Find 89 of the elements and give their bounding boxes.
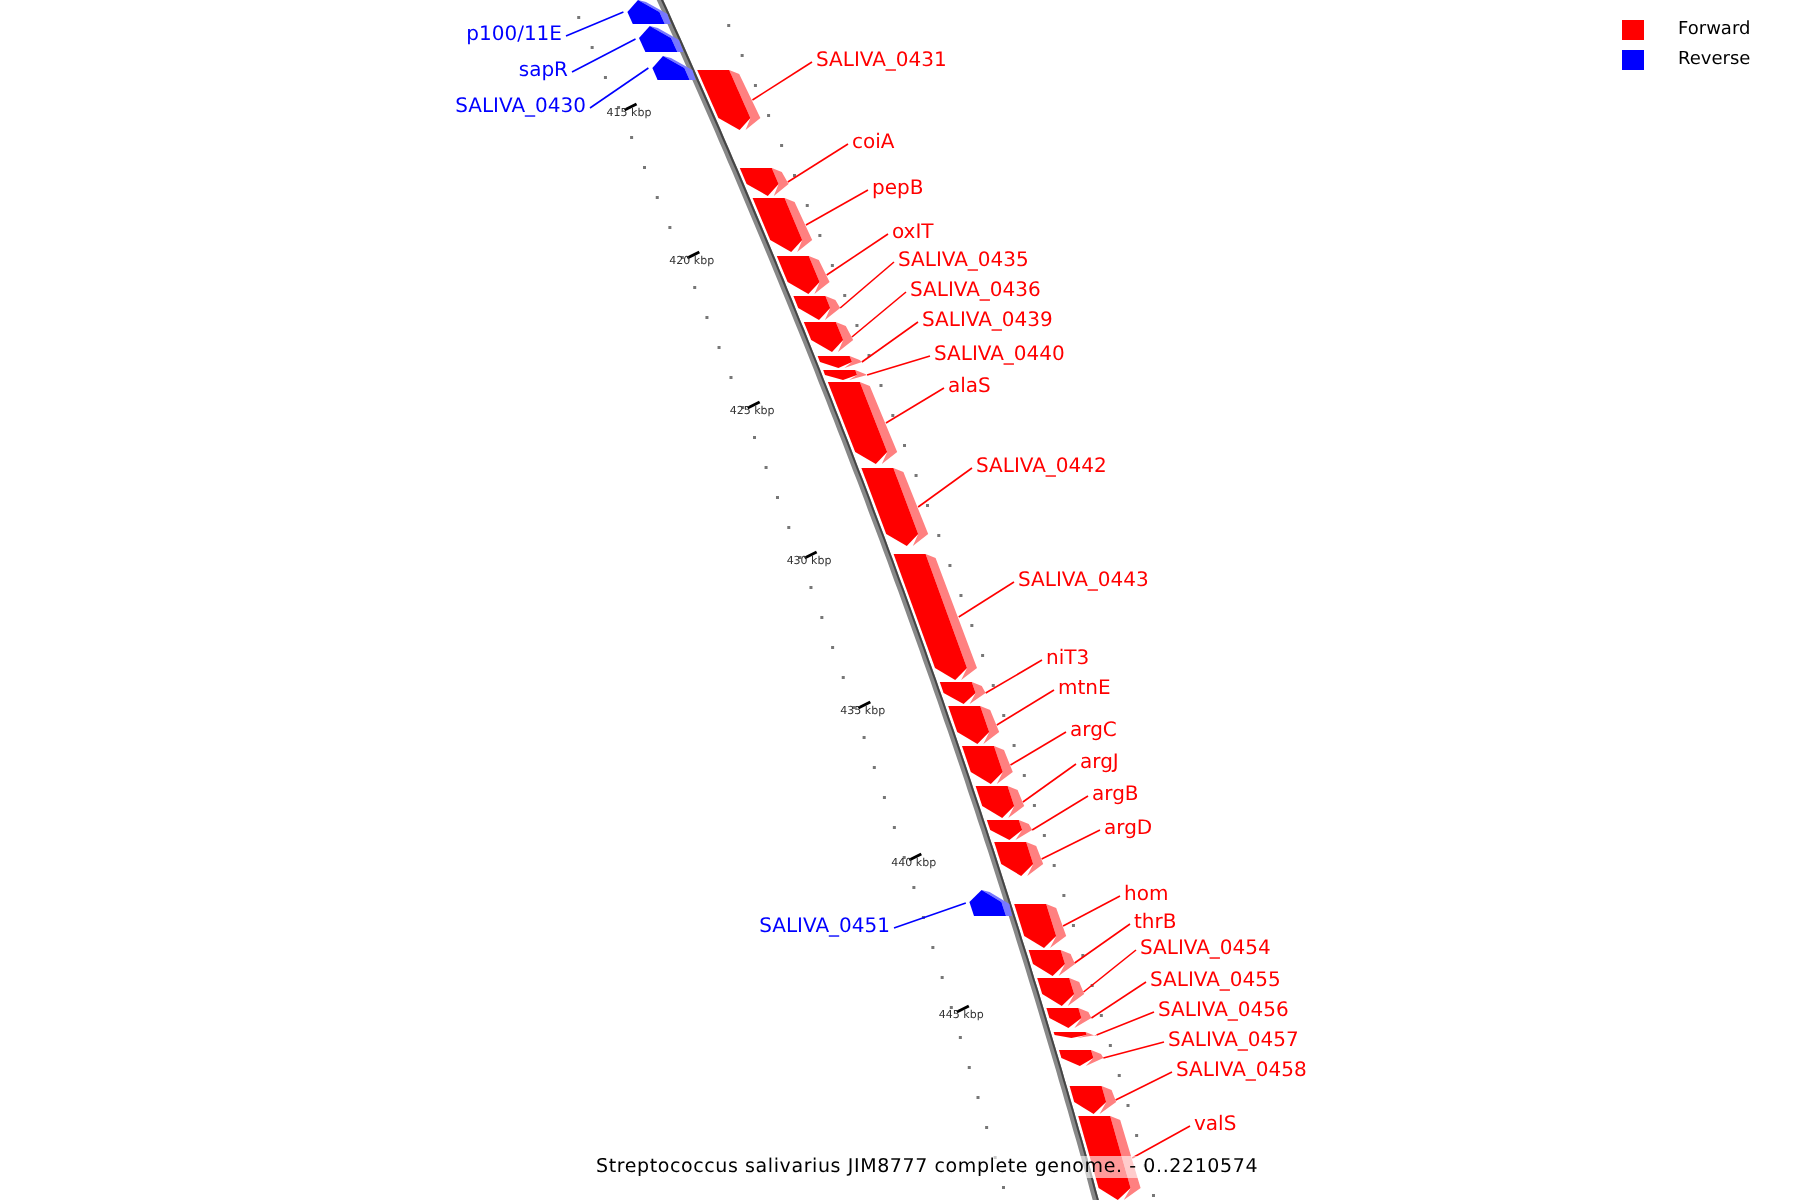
leader-line bbox=[885, 387, 945, 424]
gene-feature bbox=[652, 56, 696, 80]
leader-line bbox=[839, 261, 895, 309]
gene-label: argJ bbox=[1080, 752, 1119, 776]
leader-line bbox=[787, 143, 849, 183]
legend-label: Forward bbox=[1678, 20, 1751, 42]
gene-label: SALIVA_0440 bbox=[934, 344, 1065, 368]
gene-feature bbox=[969, 890, 1012, 916]
leader-line bbox=[1102, 1041, 1165, 1059]
gene-label: thrB bbox=[1134, 912, 1177, 936]
gene-feature bbox=[1028, 950, 1075, 976]
leader-line bbox=[851, 291, 907, 338]
gene-label: mtnE bbox=[1058, 678, 1111, 702]
leader-line bbox=[571, 38, 637, 73]
gene-feature bbox=[994, 842, 1044, 876]
legend-label: Reverse bbox=[1678, 50, 1751, 72]
gene-label: SALIVA_0442 bbox=[976, 456, 1107, 480]
gene-feature bbox=[827, 382, 898, 464]
leader-line bbox=[866, 355, 931, 376]
leader-line bbox=[1022, 763, 1077, 803]
leader-line bbox=[984, 659, 1043, 694]
gene-feature bbox=[962, 746, 1013, 784]
gene-feature bbox=[639, 26, 684, 52]
gene-label: niT3 bbox=[1046, 648, 1090, 672]
leader-line bbox=[1031, 795, 1089, 831]
gene-label: oxIT bbox=[892, 222, 934, 246]
gene-feature bbox=[861, 468, 929, 546]
gene-label: sapR bbox=[518, 60, 568, 84]
leader-line bbox=[805, 189, 869, 226]
gene-label: SALIVA_0430 bbox=[455, 96, 586, 120]
leader-line bbox=[1009, 731, 1067, 766]
gene-feature bbox=[1053, 1032, 1097, 1038]
leader-line bbox=[1090, 981, 1147, 1019]
gene-label: valS bbox=[1194, 1114, 1237, 1138]
gene-label: argB bbox=[1092, 784, 1139, 808]
leader-line bbox=[893, 902, 967, 929]
gene-feature bbox=[817, 356, 862, 368]
leader-line bbox=[1131, 1125, 1191, 1159]
gene-label: pepB bbox=[872, 178, 924, 202]
gene-label: argC bbox=[1070, 720, 1117, 744]
gene-feature bbox=[739, 168, 789, 196]
gene-feature bbox=[793, 296, 841, 320]
gene-label: SALIVA_0455 bbox=[1150, 970, 1281, 994]
caption: Streptococcus salivarius JIM8777 complete genome. - 0..2210574 bbox=[596, 1156, 1259, 1178]
gene-label: SALIVA_0436 bbox=[910, 280, 1041, 304]
leader-line bbox=[1062, 895, 1121, 927]
leader-line bbox=[589, 67, 650, 109]
gene-label: p100/11E bbox=[466, 24, 562, 48]
gene-label: coiA bbox=[852, 132, 895, 156]
gene-feature bbox=[1069, 1086, 1117, 1114]
gene-label: hom bbox=[1124, 884, 1169, 908]
gene-feature bbox=[893, 554, 977, 680]
gene-feature bbox=[975, 786, 1025, 818]
leader-line bbox=[1082, 949, 1137, 993]
gene-feature bbox=[776, 256, 830, 294]
gene-label: SALIVA_0431 bbox=[816, 50, 947, 74]
gene-feature bbox=[752, 198, 813, 252]
gene-feature bbox=[1046, 1008, 1092, 1028]
gene-label: SALIVA_0458 bbox=[1176, 1060, 1307, 1084]
leader-line bbox=[565, 11, 625, 37]
gene-label: SALIVA_0451 bbox=[759, 916, 890, 940]
leader-line bbox=[751, 61, 813, 101]
gene-feature bbox=[1014, 904, 1067, 948]
leader-line bbox=[996, 689, 1055, 726]
gene-feature bbox=[939, 682, 986, 704]
gene-feature bbox=[697, 70, 761, 130]
leader-line bbox=[1095, 1011, 1155, 1036]
gene-label: SALIVA_0439 bbox=[922, 310, 1053, 334]
gene-label: SALIVA_0456 bbox=[1158, 1000, 1289, 1024]
leader-line bbox=[825, 233, 889, 276]
gene-feature bbox=[823, 370, 867, 380]
leader-line bbox=[957, 581, 1015, 618]
leader-line bbox=[917, 467, 973, 508]
gene-label: SALIVA_0457 bbox=[1168, 1030, 1299, 1054]
gene-feature bbox=[1037, 978, 1085, 1006]
gene-label: SALIVA_0443 bbox=[1018, 570, 1149, 594]
gene-feature bbox=[1059, 1050, 1104, 1066]
gene-feature bbox=[948, 706, 1000, 744]
gene-label: argD bbox=[1104, 818, 1153, 842]
leader-line bbox=[1073, 923, 1131, 964]
gene-label: alaS bbox=[948, 376, 991, 400]
leader-line bbox=[1040, 829, 1101, 860]
gene-label: SALIVA_0454 bbox=[1140, 938, 1271, 962]
gene-feature bbox=[627, 0, 671, 24]
gene-feature bbox=[986, 820, 1033, 840]
gene-label: SALIVA_0435 bbox=[898, 250, 1029, 274]
gene-feature bbox=[803, 322, 854, 352]
leader-line bbox=[861, 321, 919, 363]
leader-line bbox=[1114, 1071, 1173, 1101]
